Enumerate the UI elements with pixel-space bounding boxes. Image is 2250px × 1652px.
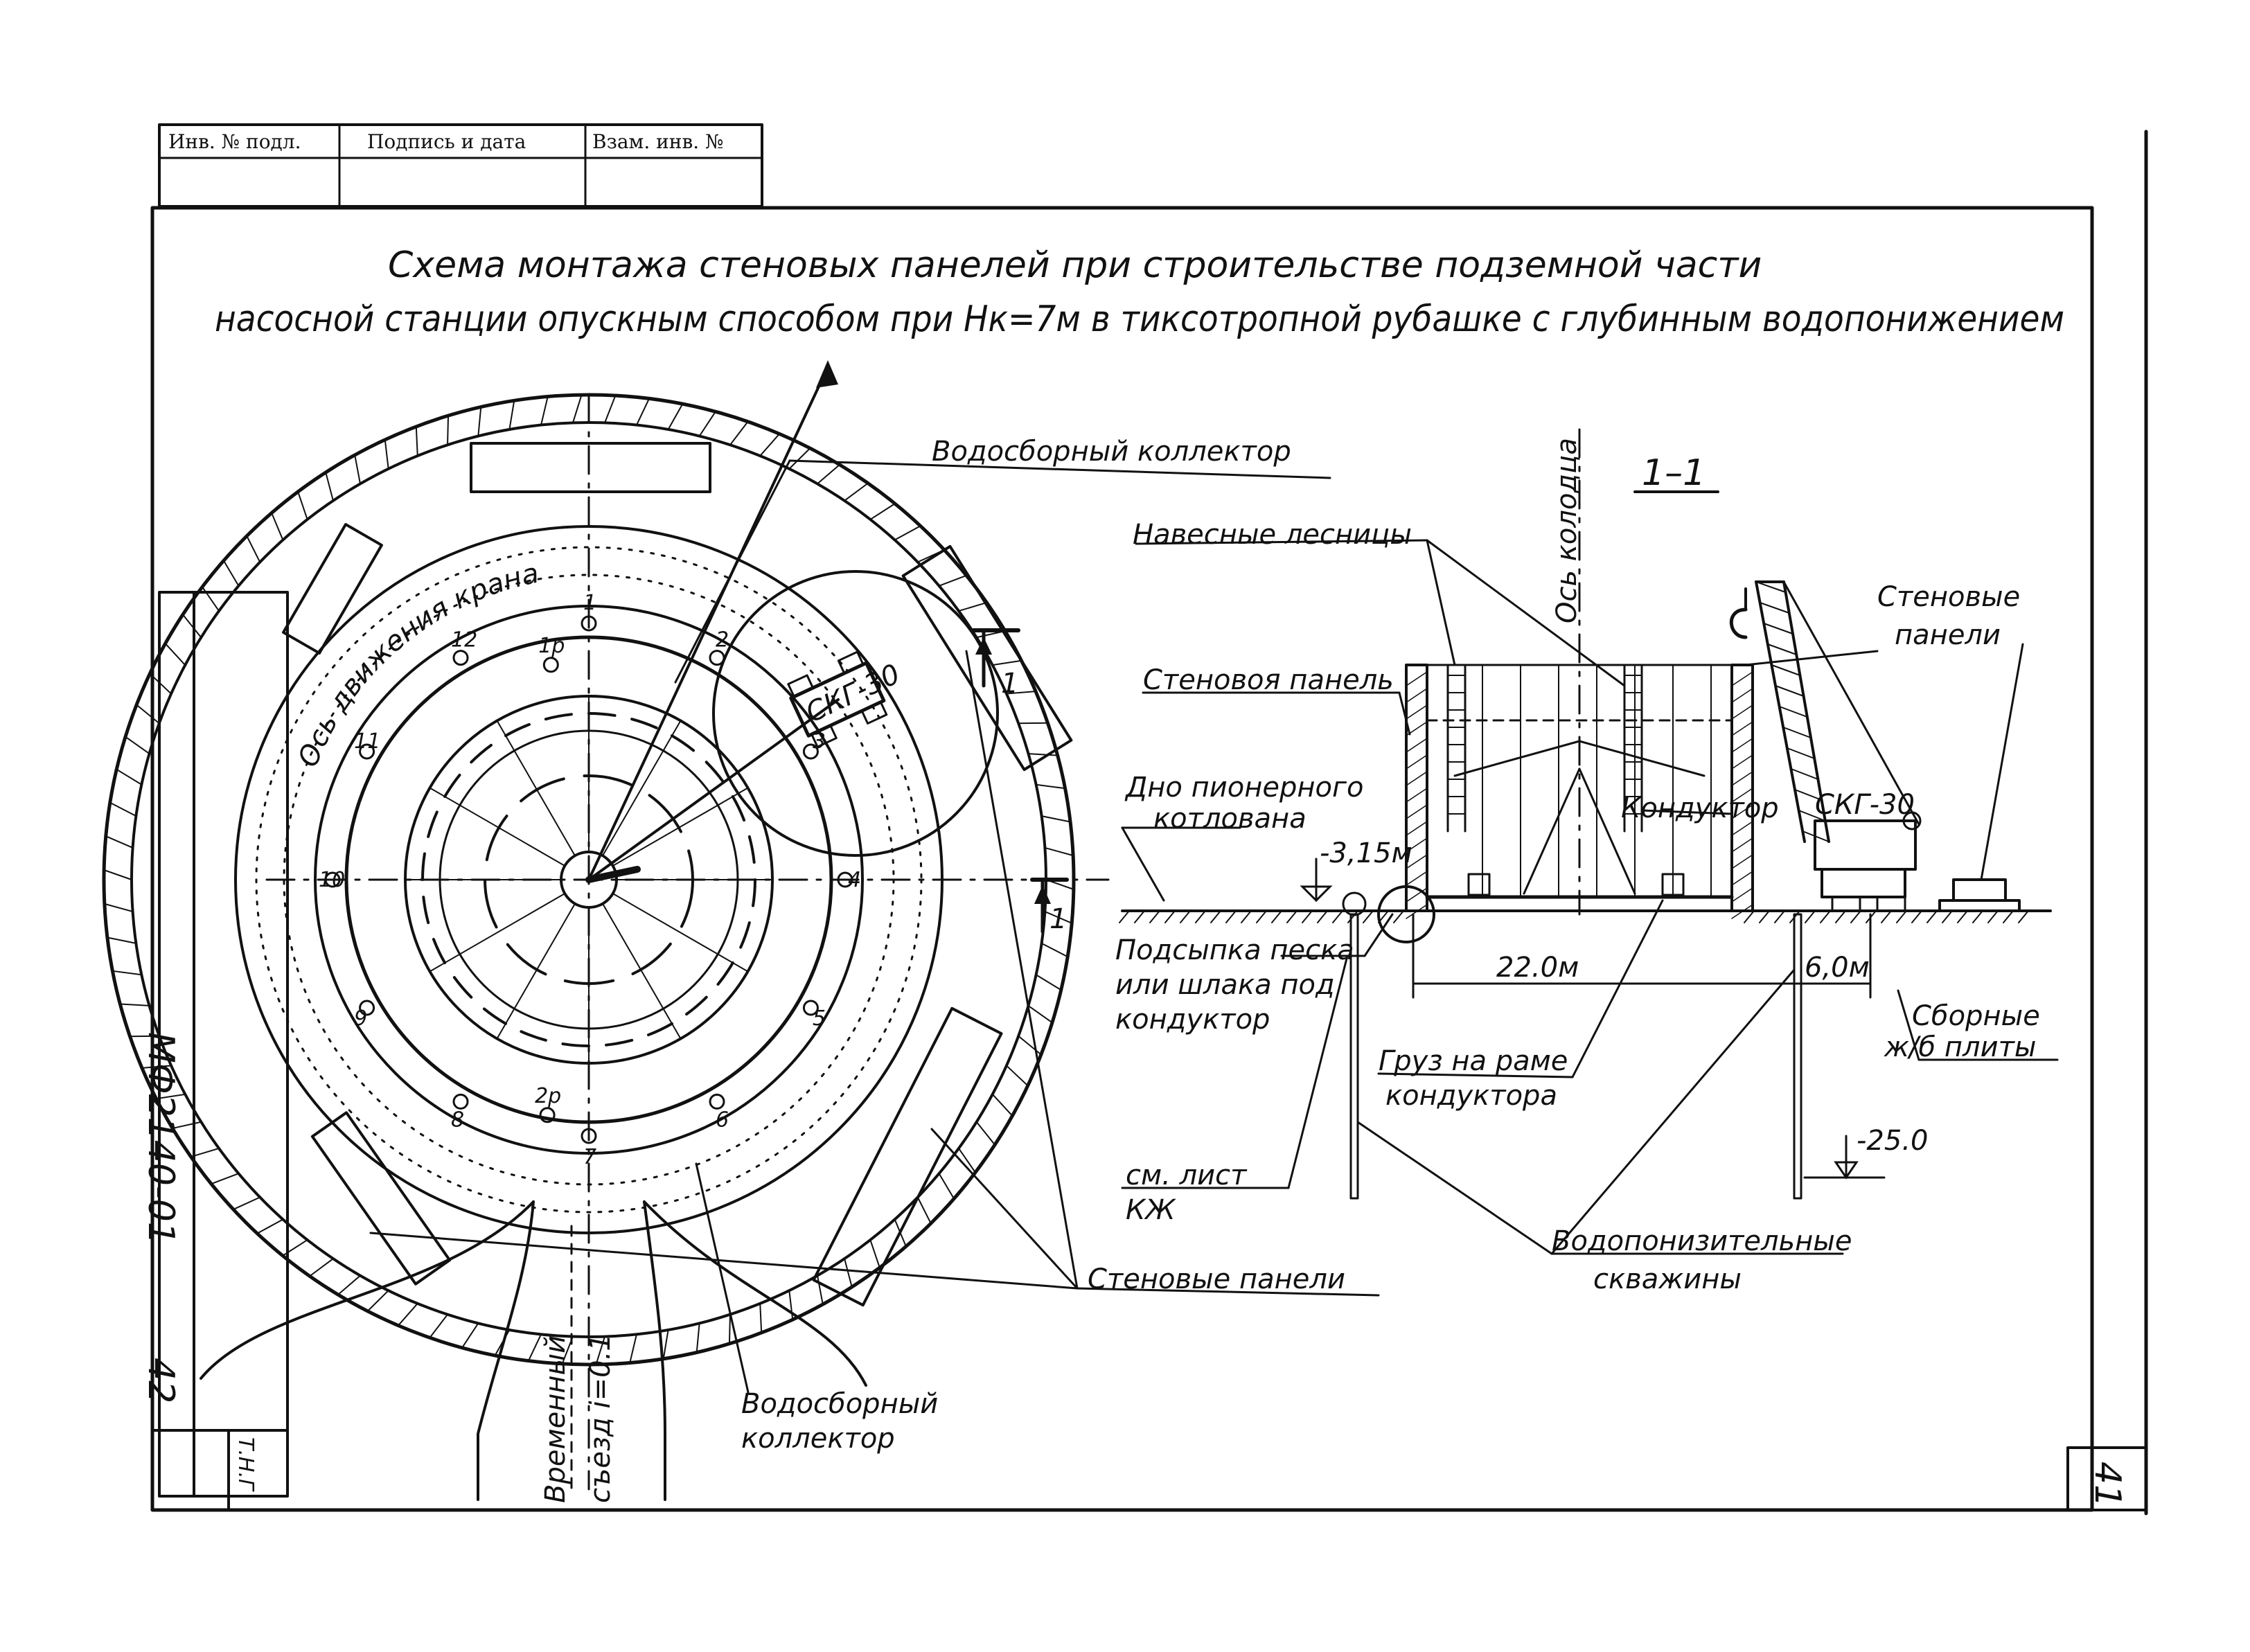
dewater-label-1: Водопонизительные xyxy=(1552,1225,1852,1257)
pit-bottom-label-2: котлована xyxy=(1153,803,1306,835)
panel-stack-right-upper[interactable] xyxy=(901,544,1073,772)
section-view: 1–1 Ось колодца xyxy=(1115,428,2059,1295)
well-point-5[interactable]: 5 xyxy=(802,1000,826,1031)
well-point-label: 9 xyxy=(354,1006,367,1031)
dim-6-label: 6,0м xyxy=(1805,952,1870,984)
section-wall-panels-label-2: панели xyxy=(1895,619,2001,651)
well-point-12[interactable]: 12 xyxy=(451,628,477,666)
ramp-label-1: Временный xyxy=(540,1335,572,1503)
crane-skg30[interactable]: СКГ-30 xyxy=(785,640,912,749)
slabs-label-2: ж/б плиты xyxy=(1884,1031,2037,1063)
well-point-11[interactable]: 11 xyxy=(354,729,380,760)
hanging-ladder-left[interactable] xyxy=(1446,664,1467,833)
slabs-label-1: Сборные xyxy=(1912,1000,2040,1032)
sand-label-3: кондуктор xyxy=(1115,1004,1270,1036)
well-point-label: 11 xyxy=(354,729,380,754)
well-point-label: 2 xyxy=(716,628,729,652)
section-mark-2-label: 1 xyxy=(1049,903,1067,935)
well-point-10[interactable]: 10 xyxy=(319,868,345,892)
wall-panel-label: Стеновоя панель xyxy=(1143,664,1394,696)
plan-collector-top-label: Водосборный коллектор xyxy=(932,436,1291,468)
see-sheet-label-2: КЖ xyxy=(1126,1194,1176,1226)
well-point-2р[interactable]: 2р xyxy=(535,1084,561,1123)
conductor-label: Кондуктор xyxy=(1621,792,1779,824)
well-point-7[interactable]: 7 xyxy=(581,1128,597,1169)
well-point-label: 3 xyxy=(813,729,826,754)
stamp-signature-date: Подпись и дата xyxy=(367,130,526,153)
well-point-6[interactable]: 6 xyxy=(709,1093,729,1132)
stamp-replaced-inv: Взам. инв. № xyxy=(592,130,724,153)
stamp-table: Инв. № подл. Подпись и дата Взам. инв. № xyxy=(158,123,763,208)
well-point-2[interactable]: 2 xyxy=(709,628,729,666)
sand-label-2: или шлака под xyxy=(1115,969,1335,1001)
ramp-label-2: съезд i=0.1 xyxy=(585,1333,617,1503)
well-point-8[interactable]: 8 xyxy=(451,1093,469,1132)
section-panel-stack[interactable] xyxy=(1952,878,2007,902)
outer-ring-hatch xyxy=(103,394,1074,1365)
page-number-right: 41 xyxy=(2087,1462,2128,1507)
document-code: МФ2140-01 xyxy=(140,1032,181,1245)
dewatering-well-right[interactable] xyxy=(1793,913,1802,1200)
panel-stack-right-lower[interactable] xyxy=(812,1006,1003,1307)
drawing-frame xyxy=(150,130,2148,1516)
section-marker-upper: 1 xyxy=(971,628,1020,700)
well-point-label: 10 xyxy=(319,868,345,892)
well-point-label: 7 xyxy=(583,1145,596,1169)
well-point-label: 5 xyxy=(813,1006,826,1031)
well-point-label: 6 xyxy=(716,1108,729,1132)
plan-collector-bottom-label-2: коллектор xyxy=(741,1423,895,1455)
load-label-1: Груз на раме xyxy=(1379,1045,1568,1077)
well-point-1р[interactable]: 1р xyxy=(538,634,565,673)
panel-stack-top[interactable] xyxy=(470,442,711,493)
section-title: 1–1 xyxy=(1642,452,1706,494)
plan-wall-panels-label: Стеновые панели xyxy=(1088,1263,1345,1295)
plan-collector-bottom-label-1: Водосборный xyxy=(741,1388,938,1420)
frame-mark: Т.Н.Г xyxy=(233,1437,258,1492)
well-point-9[interactable]: 9 xyxy=(354,1000,375,1031)
crane-path-label: Ось движения крана xyxy=(292,558,542,772)
load-label-2: кондуктора xyxy=(1385,1080,1557,1112)
sand-label-1: Подсыпка песка xyxy=(1115,934,1354,966)
wall-panel-joints xyxy=(1482,664,1712,898)
well-point-label: 8 xyxy=(451,1108,464,1132)
ground-hatch xyxy=(1119,910,2029,923)
well-axis-label: Ось колодца xyxy=(1551,438,1583,623)
dewater-label-2: скважины xyxy=(1593,1263,1742,1295)
title-line-2: насосной станции опускным способом при Н… xyxy=(215,299,2064,340)
level-top-label: -3,15м xyxy=(1320,837,1412,869)
pit-bottom-label-1: Дно пионерного xyxy=(1124,772,1363,803)
section-crane[interactable]: СКГ-30 xyxy=(1729,580,1922,912)
level-bottom-label: -25.0 xyxy=(1857,1125,1929,1157)
ladders-label: Навесные лесницы xyxy=(1133,519,1412,551)
section-mark-1-label: 1 xyxy=(1001,668,1018,700)
well-point-label: 1 xyxy=(583,591,596,615)
section-wall-panels-label-1: Стеновые xyxy=(1877,581,2020,613)
well-point-label: 2р xyxy=(535,1084,561,1108)
dim-22-label: 22.0м xyxy=(1496,952,1579,984)
panel-stack-left-lower[interactable] xyxy=(310,1111,452,1286)
page-number-left: 42 xyxy=(140,1358,181,1403)
section-crane-label: СКГ-30 xyxy=(1815,789,1915,821)
well-point-label: 1р xyxy=(538,634,565,658)
panel-stack-left-upper[interactable] xyxy=(282,523,383,655)
dewatering-well-left[interactable] xyxy=(1349,913,1359,1200)
see-sheet-label-1: см. лист xyxy=(1126,1160,1248,1191)
well-point-label: 12 xyxy=(451,628,477,652)
well-point-4[interactable]: 4 xyxy=(837,868,861,892)
well-point-3[interactable]: 3 xyxy=(802,729,826,760)
well-point-label: 4 xyxy=(848,868,861,892)
well-point-1[interactable]: 1 xyxy=(581,591,597,632)
stamp-inv-no: Инв. № подл. xyxy=(168,130,301,153)
title-line-1: Схема монтажа стеновых панелей при строи… xyxy=(388,245,1762,286)
section-marker-lower: 1 xyxy=(1030,878,1069,935)
